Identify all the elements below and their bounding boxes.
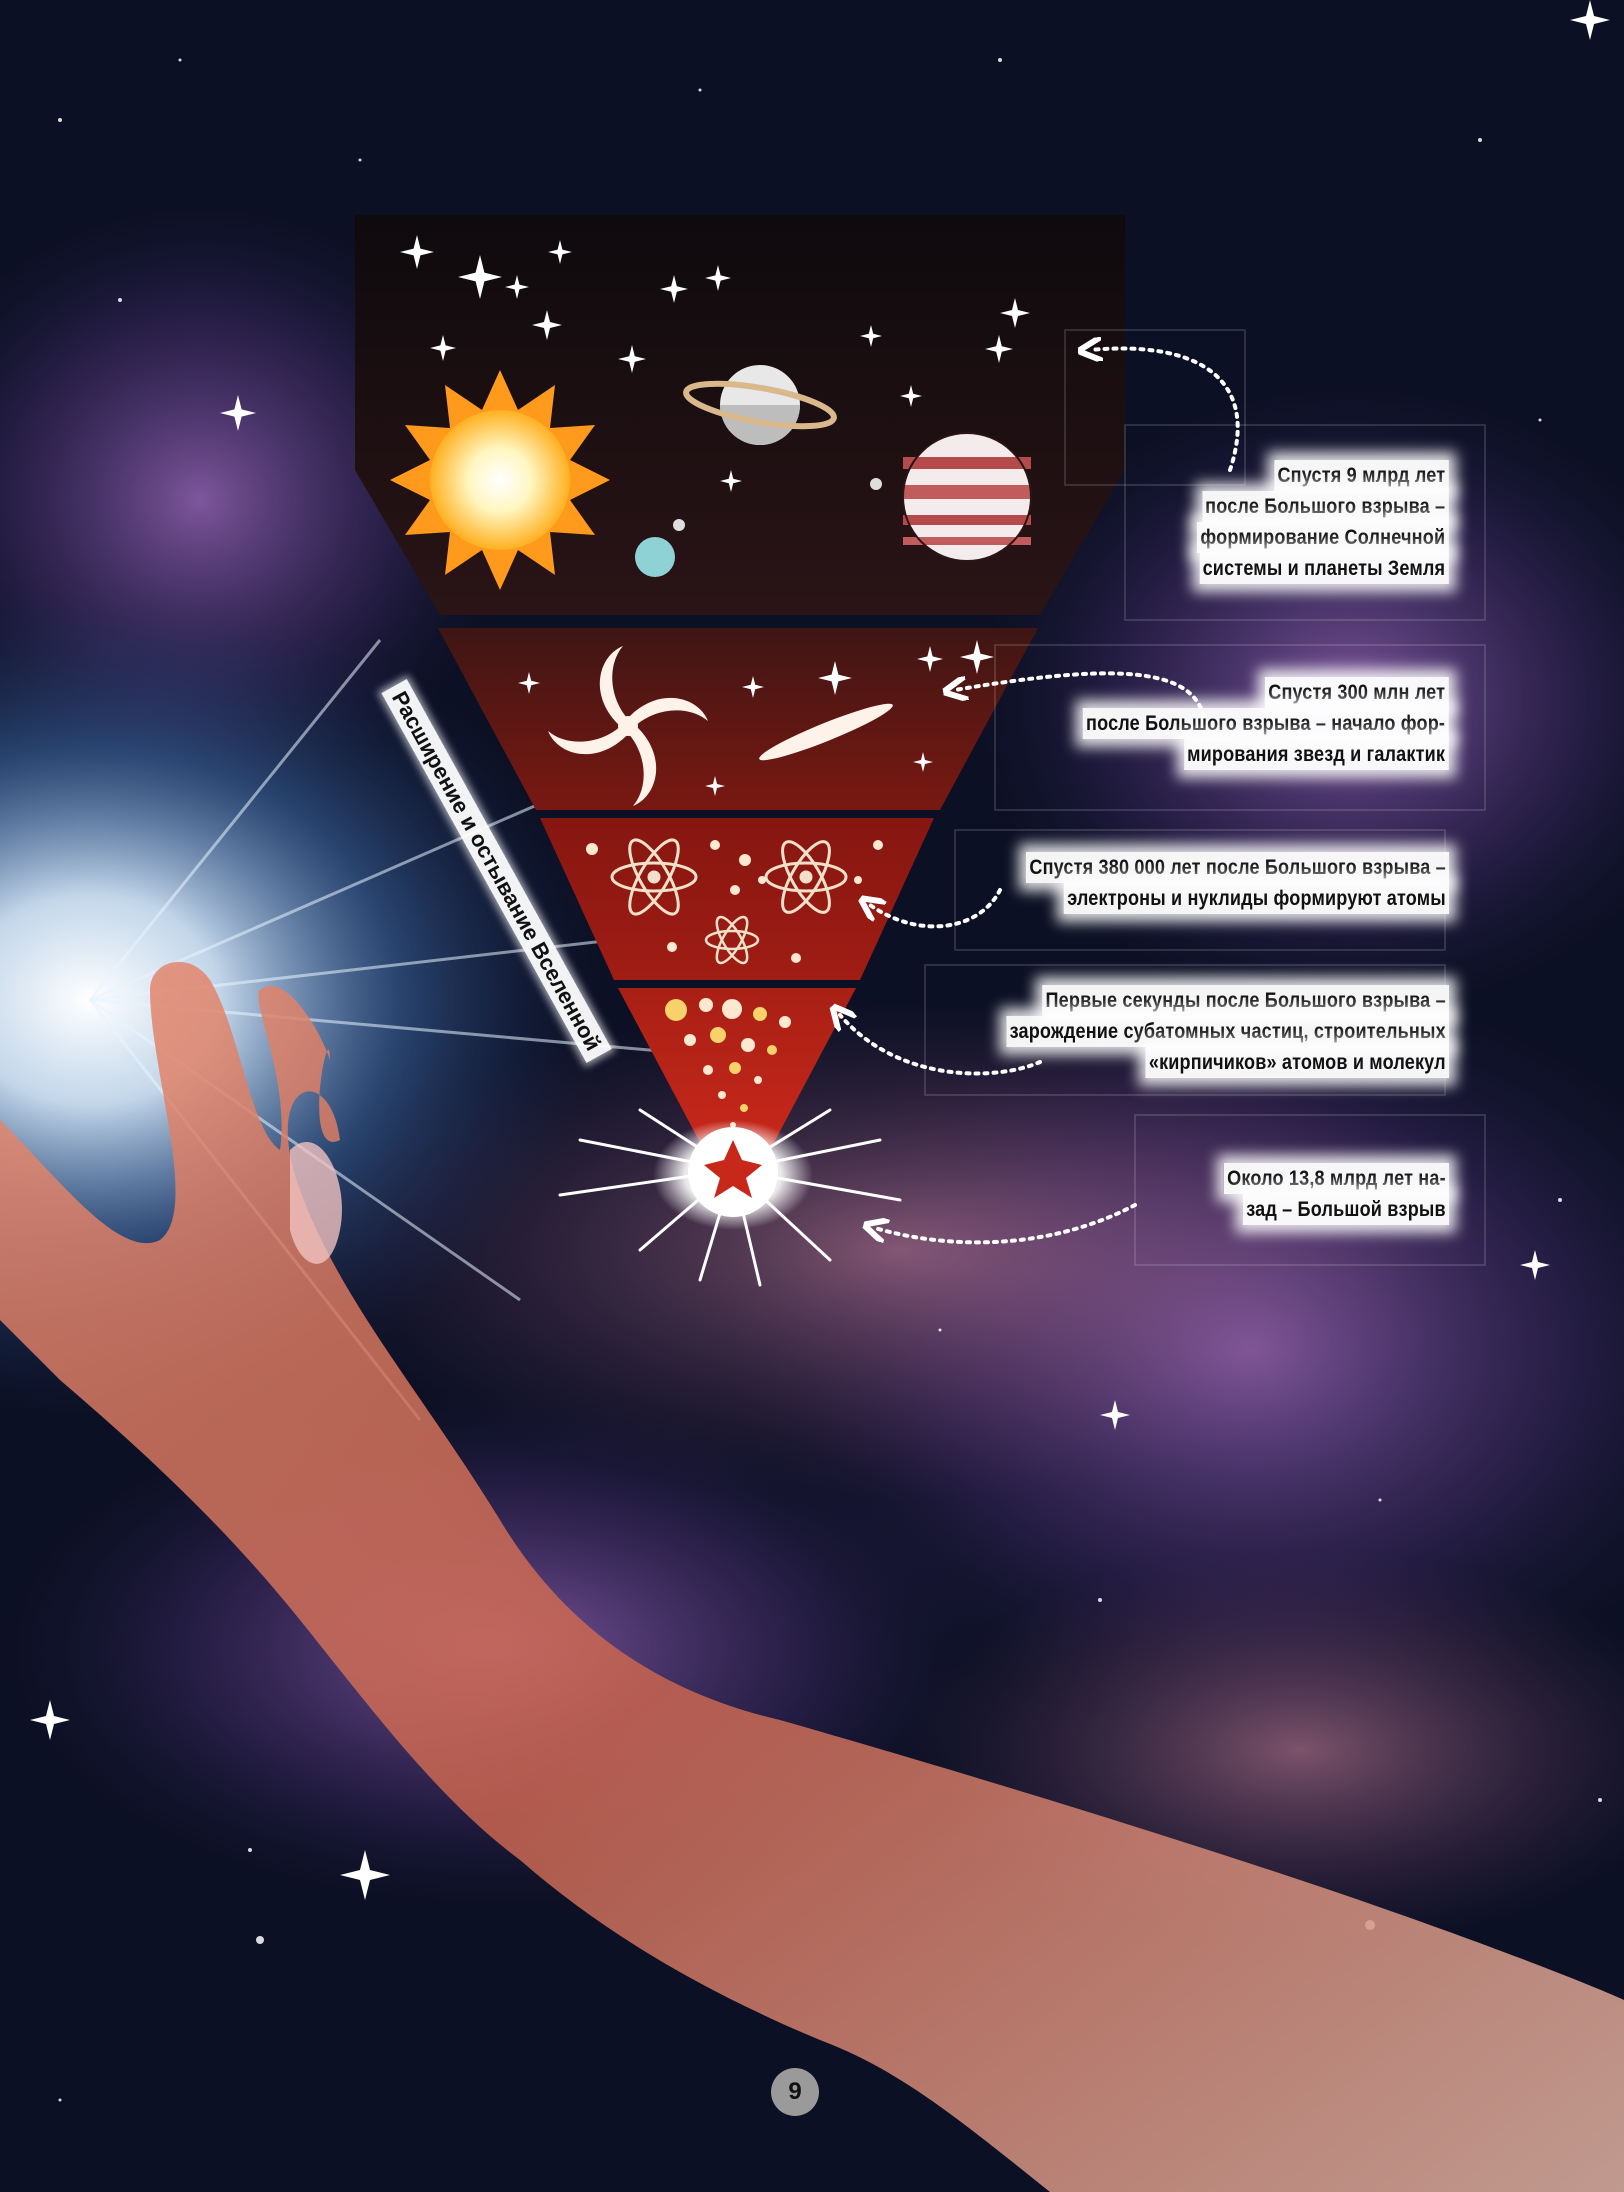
caption-stars-galaxies: Спустя 300 млн лет после Большого взрыва… xyxy=(1083,677,1449,770)
caption-line: формирование Солнечной xyxy=(1197,522,1449,553)
moon-icon xyxy=(673,519,685,531)
funnel-band-stars-galaxies xyxy=(438,628,1038,810)
caption-solar-system: Спустя 9 млрд лет после Большого взрыва … xyxy=(1197,460,1449,584)
caption-line: после Большого взрыва – начало фор- xyxy=(1083,708,1449,739)
caption-line: Первые секунды после Большого взрыва – xyxy=(1042,985,1449,1016)
caption-line: Спустя 300 млн лет xyxy=(1265,677,1449,708)
caption-line: мирования звезд и галактик xyxy=(1184,739,1449,770)
caption-line: после Большого взрыва – xyxy=(1202,491,1449,522)
jupiter-icon xyxy=(903,433,1031,561)
caption-line: зарождение субатомных частиц, строительн… xyxy=(1006,1016,1449,1047)
page-number: 9 xyxy=(771,2068,819,2116)
caption-line: Спустя 9 млрд лет xyxy=(1274,460,1449,491)
caption-atoms: Спустя 380 000 лет после Большого взрыва… xyxy=(1026,852,1449,914)
caption-line: «кирпичиков» атомов и молекул xyxy=(1145,1047,1449,1078)
caption-particles: Первые секунды после Большого взрыва – з… xyxy=(1006,985,1449,1078)
caption-line: электроны и нуклиды формируют атомы xyxy=(1063,883,1449,914)
caption-big-bang: Около 13,8 млрд лет на- зад – Большой вз… xyxy=(1224,1163,1449,1225)
small-planet-icon xyxy=(870,478,882,490)
caption-line: Спустя 380 000 лет после Большого взрыва… xyxy=(1026,852,1449,883)
caption-line: системы и планеты Земля xyxy=(1199,553,1449,584)
caption-line: Около 13,8 млрд лет на- xyxy=(1224,1163,1449,1194)
caption-line: зад – Большой взрыв xyxy=(1243,1194,1449,1225)
earth-icon xyxy=(635,537,675,577)
